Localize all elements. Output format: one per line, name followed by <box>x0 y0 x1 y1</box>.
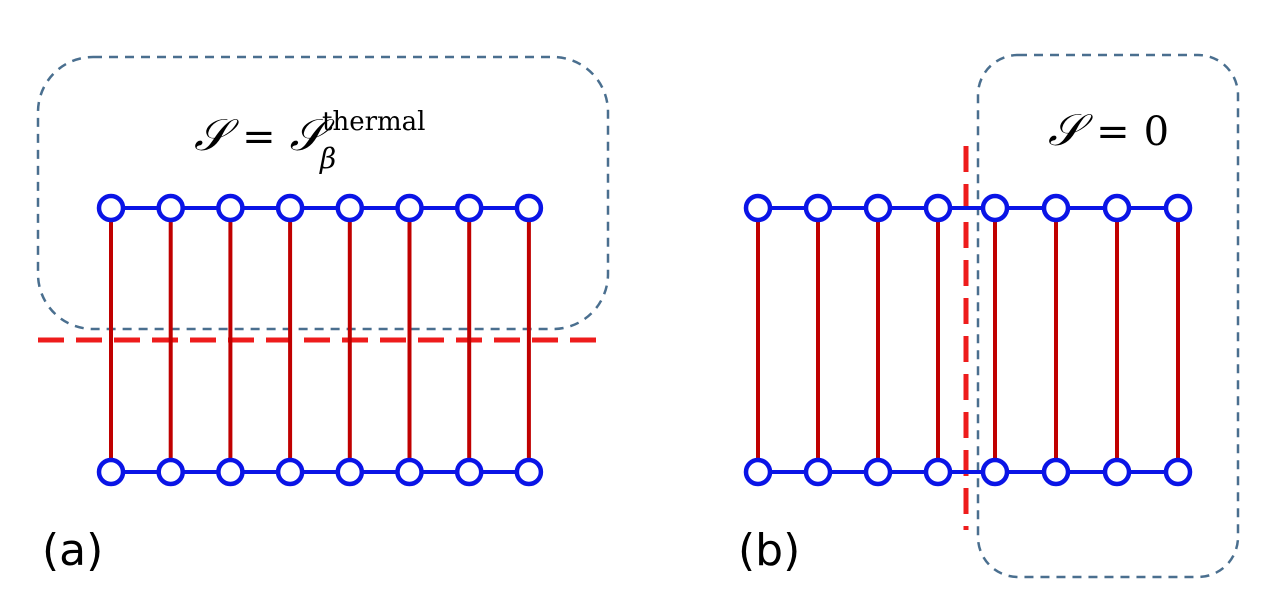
a-site-top-4 <box>275 193 305 223</box>
a-site-top-7 <box>454 193 484 223</box>
a-site-bottom-8 <box>514 457 544 487</box>
a-site-top-3 <box>216 193 245 223</box>
panel-a-entropy-symbol: 𝒮 <box>194 110 239 161</box>
panel-a-rungs <box>109 208 531 472</box>
panel-b-entropy-value: 0 <box>1144 109 1169 155</box>
b-site-top-3 <box>863 193 893 223</box>
a-site-bottom-1 <box>96 457 126 487</box>
b-site-top-1 <box>743 193 773 223</box>
panel-a-label: (a) <box>42 525 103 576</box>
b-site-bottom-8 <box>1163 457 1193 487</box>
b-site-top-7 <box>1102 193 1132 223</box>
a-site-bottom-7 <box>454 457 484 487</box>
a-site-bottom-5 <box>335 457 365 487</box>
b-site-top-5 <box>980 193 1010 223</box>
b-site-bottom-7 <box>1102 457 1132 487</box>
a-site-bottom-4 <box>275 457 305 487</box>
a-site-bottom-2 <box>156 457 185 487</box>
panel-b-entropy-symbol: 𝒮 <box>1048 105 1093 156</box>
b-site-top-4 <box>923 193 953 223</box>
panel-b-subsystem-boundary <box>976 53 1240 579</box>
b-site-bottom-4 <box>923 457 953 487</box>
a-site-top-6 <box>395 193 424 223</box>
b-site-bottom-1 <box>743 457 773 487</box>
a-site-top-5 <box>335 193 365 223</box>
panel-a-entropy-subscript: β <box>319 142 336 175</box>
b-site-top-6 <box>1041 193 1071 223</box>
panel-b-rungs <box>756 208 1180 472</box>
a-site-bottom-3 <box>216 457 245 487</box>
b-site-bottom-2 <box>803 457 833 487</box>
panel-a-entropy-label: 𝒮 = 𝒮 <box>194 110 335 161</box>
a-site-top-8 <box>514 193 544 223</box>
panel-a-equals-sign: = <box>242 114 276 160</box>
panel-a: 𝒮 = 𝒮 thermal β (a) <box>36 55 610 576</box>
a-site-top-2 <box>156 193 185 223</box>
panel-a-sites <box>96 193 544 487</box>
b-site-bottom-6 <box>1041 457 1071 487</box>
panel-b-entropy-label: 𝒮 = 0 <box>1048 105 1169 156</box>
panel-b: 𝒮 = 0 (b) <box>738 53 1240 579</box>
a-site-top-1 <box>96 193 126 223</box>
panel-b-sites <box>743 193 1193 487</box>
b-site-bottom-3 <box>863 457 893 487</box>
panel-b-equals-sign: = <box>1096 109 1130 155</box>
b-site-top-2 <box>803 193 833 223</box>
b-site-top-8 <box>1163 193 1193 223</box>
panel-b-label: (b) <box>738 525 800 576</box>
b-site-bottom-5 <box>980 457 1010 487</box>
a-site-bottom-6 <box>395 457 424 487</box>
panel-a-subsystem-boundary <box>36 55 610 331</box>
panel-a-entropy-superscript: thermal <box>322 107 425 137</box>
